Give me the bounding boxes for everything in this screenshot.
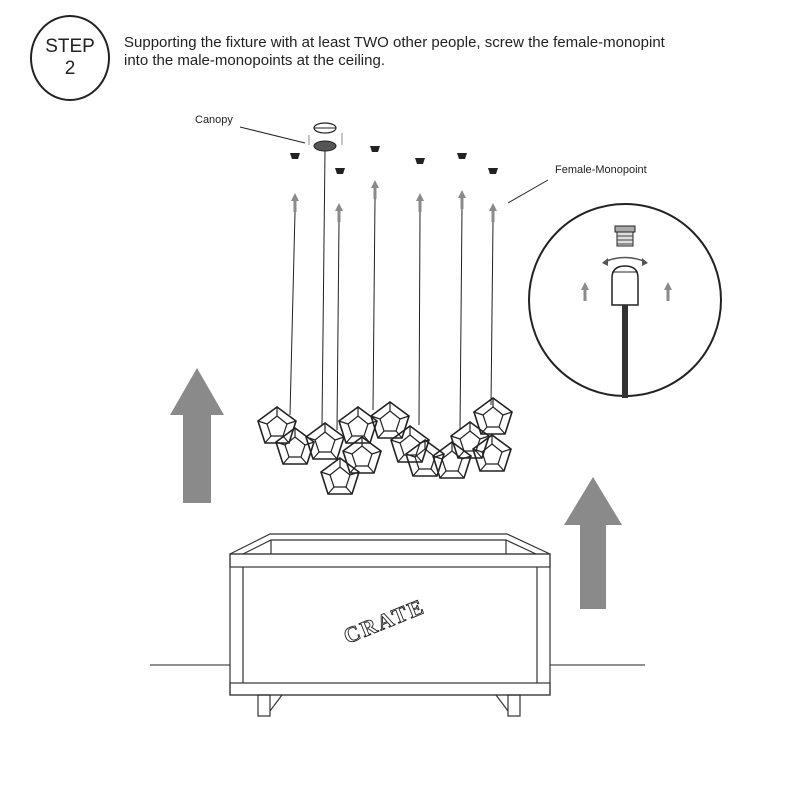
instruction-line-2: into the male-monopoints at the ceiling.	[124, 52, 385, 69]
step-badge: STEP 2	[30, 15, 110, 101]
female-monopoint-label: Female-Monopoint	[555, 164, 647, 176]
power-cord	[321, 150, 326, 426]
female-monopoint-leader-line	[507, 179, 549, 204]
suspension-rods	[289, 198, 494, 431]
canopy	[239, 122, 343, 426]
lift-arrow-left	[170, 368, 224, 503]
crate	[229, 533, 551, 717]
lift-arrow-right	[564, 477, 622, 609]
step-word: STEP	[45, 36, 95, 57]
crate-stencil-text: CRATE	[340, 593, 429, 648]
male-monopoint-detail	[614, 225, 636, 247]
male-monopoints	[290, 146, 498, 174]
chandelier-cluster	[257, 397, 513, 495]
instruction-line-1: Supporting the fixture with at least TWO…	[124, 34, 665, 51]
step-number: 2	[64, 58, 76, 79]
lift-arrows-small	[291, 180, 497, 222]
canopy-label: Canopy	[195, 114, 233, 126]
canopy-leader-line	[239, 126, 306, 144]
detail-magnifier	[528, 203, 722, 398]
instruction-text: Supporting the fixture with at least TWO…	[124, 34, 774, 70]
cable-detail	[622, 305, 628, 398]
female-monopoint-detail	[611, 265, 639, 306]
